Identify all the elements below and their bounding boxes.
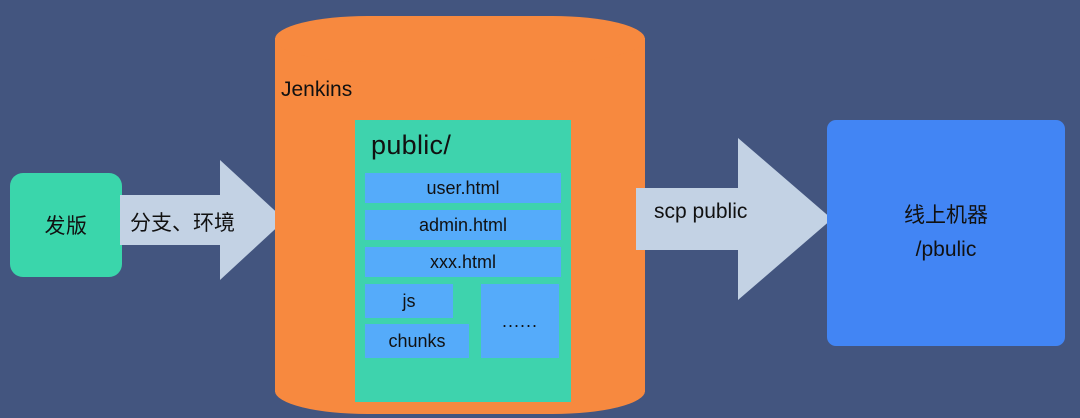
more-items-box[interactable]: ......: [481, 284, 559, 358]
target-node-label-line1: 线上机器: [904, 203, 988, 227]
deploy-arrow: 分支、环境: [120, 160, 285, 280]
public-folder[interactable]: public/ user.html admin.html xxx.html js…: [355, 120, 571, 402]
folder-dir-row: js chunks ......: [365, 284, 561, 358]
source-node-deploy[interactable]: 发版: [10, 173, 122, 277]
dir-item[interactable]: chunks: [365, 324, 469, 358]
target-node-label-line2: /pbulic: [915, 238, 977, 261]
scp-arrow-shape: [636, 138, 832, 300]
deploy-arrow-label: 分支、环境: [130, 212, 235, 235]
file-item[interactable]: admin.html: [365, 210, 561, 240]
target-node-server[interactable]: 线上机器 /pbulic: [827, 120, 1065, 346]
public-folder-title: public/: [371, 130, 452, 160]
folder-dir-column: js chunks: [365, 284, 469, 358]
file-item[interactable]: xxx.html: [365, 247, 561, 277]
source-node-label: 发版: [44, 215, 88, 238]
deploy-arrow-shape: [120, 160, 285, 280]
jenkins-cylinder[interactable]: Jenkins public/ user.html admin.html xxx…: [275, 16, 645, 414]
jenkins-label: Jenkins: [281, 78, 353, 101]
dir-item[interactable]: js: [365, 284, 453, 318]
cylinder-top-cap: [275, 16, 645, 62]
file-item[interactable]: user.html: [365, 173, 561, 203]
scp-arrow: scp public: [636, 138, 832, 300]
scp-arrow-label: scp public: [654, 200, 748, 223]
